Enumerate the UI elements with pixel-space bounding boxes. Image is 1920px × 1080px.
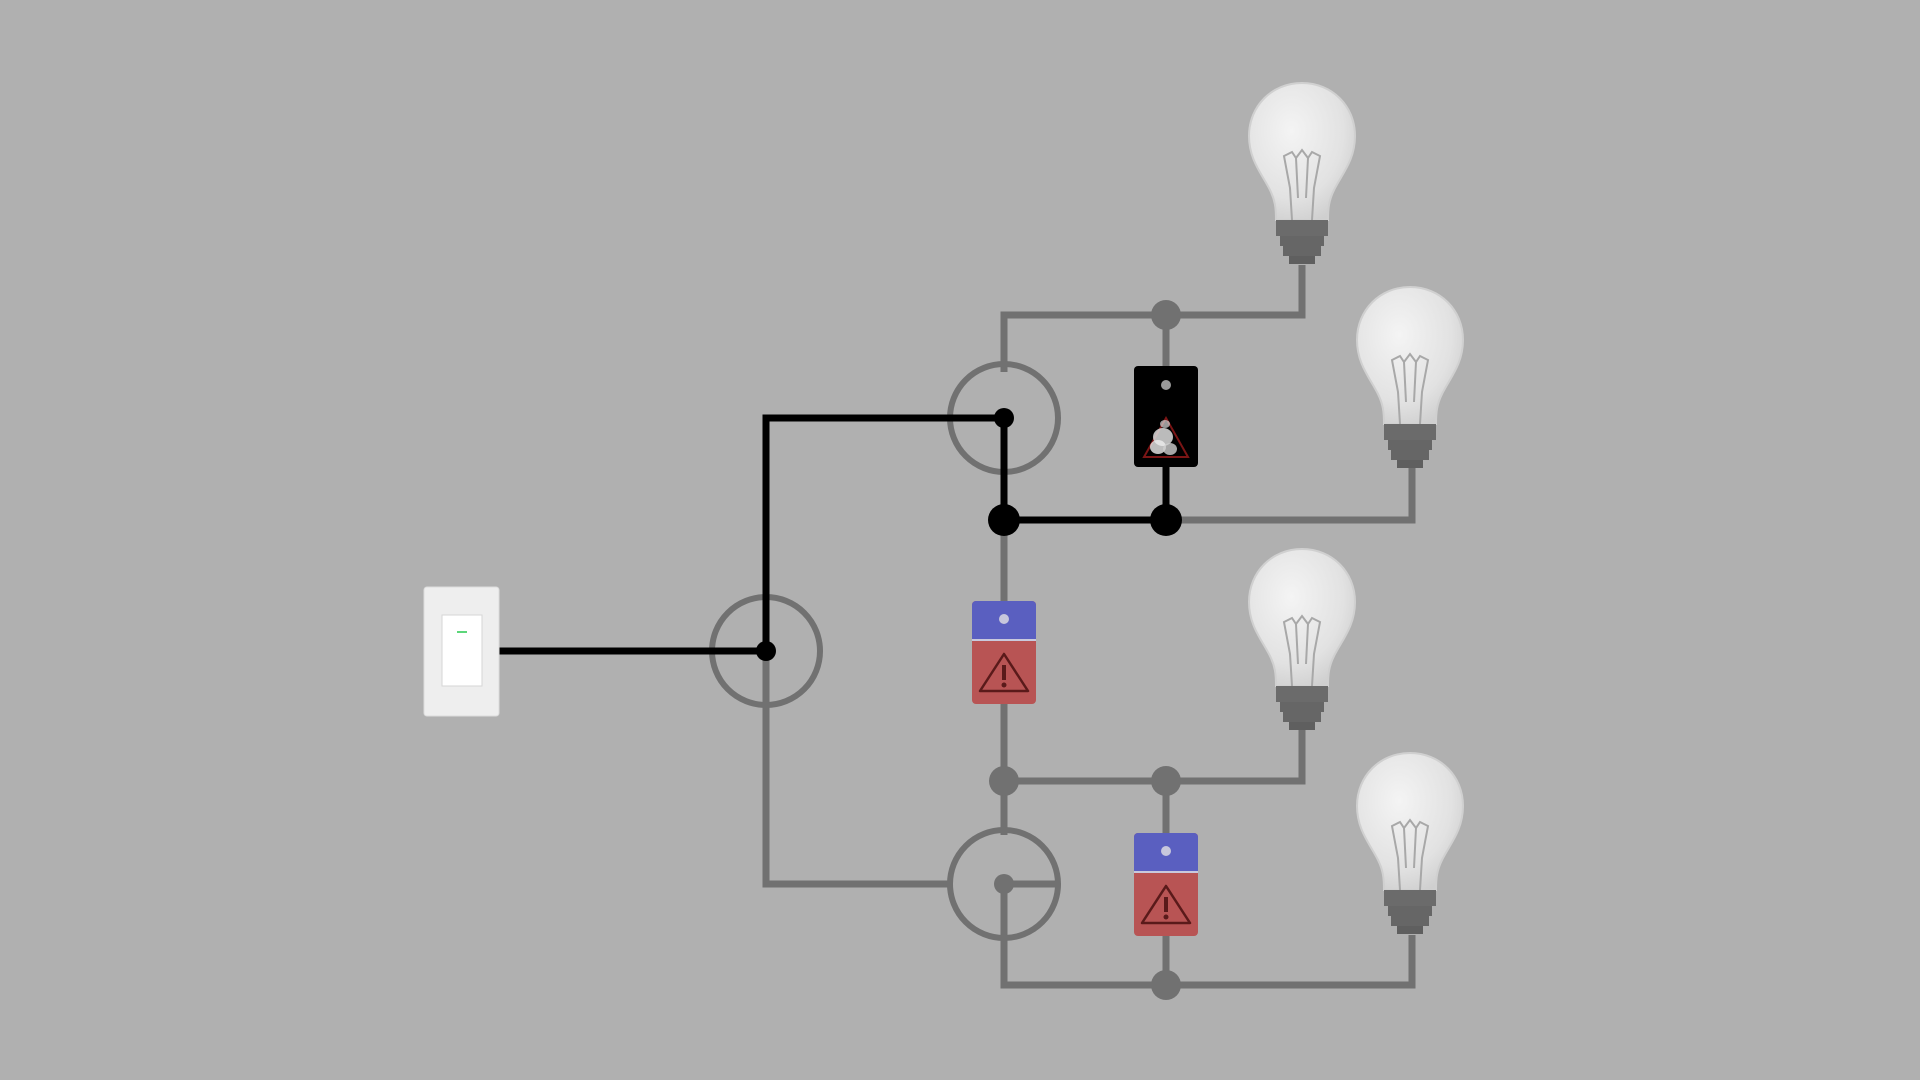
junction-node-powered xyxy=(988,504,1020,536)
wire-main-to-lower xyxy=(762,651,950,888)
fuse-middle[interactable] xyxy=(972,601,1036,704)
light-switch-icon xyxy=(457,631,467,633)
wire-lower-splitter-down xyxy=(1000,884,1416,989)
splitter-lower-hub xyxy=(994,874,1014,894)
junction-node xyxy=(1151,970,1181,1000)
wire-bulb-2 xyxy=(1166,468,1416,524)
wire-bulb-3 xyxy=(1004,730,1306,785)
junction-node xyxy=(1151,766,1181,796)
junction-node-powered xyxy=(1150,504,1182,536)
wire-main-to-upper xyxy=(762,414,1004,651)
splitter-main-hub xyxy=(756,641,776,661)
wall-switch[interactable] xyxy=(423,586,500,717)
warning-triangle-icon xyxy=(1140,884,1192,925)
light-bulb-3 xyxy=(1248,548,1356,731)
fuse-upper-right[interactable] xyxy=(1134,366,1198,467)
warning-triangle-icon xyxy=(978,652,1030,693)
light-bulb-2 xyxy=(1356,286,1464,469)
switch-toggle[interactable] xyxy=(441,614,483,687)
splitter-upper-hub xyxy=(994,408,1014,428)
powered-wires xyxy=(498,414,1170,655)
splitter-lower-ring[interactable] xyxy=(947,827,1061,941)
junction-node xyxy=(1151,300,1181,330)
blown-fuse-icon xyxy=(1142,415,1190,458)
junction-node xyxy=(989,766,1019,796)
light-bulb-4 xyxy=(1356,752,1464,935)
fuse-lower-right[interactable] xyxy=(1134,833,1198,936)
light-bulb-1 xyxy=(1248,82,1356,265)
